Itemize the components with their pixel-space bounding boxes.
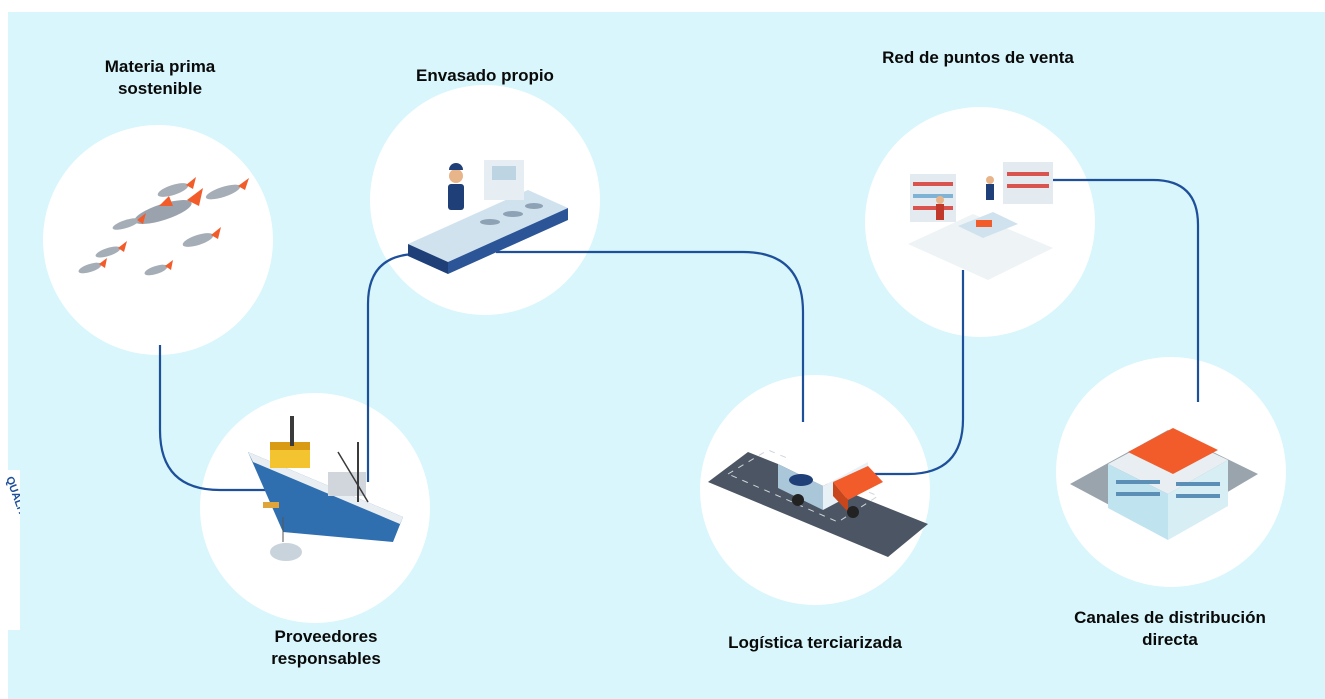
label-canales: Canales de distribución directa [1074, 608, 1266, 649]
seal-text: QUALITY ASSURANCE [3, 475, 20, 592]
packaging-line-icon [408, 160, 568, 274]
fish-school-icon [78, 177, 249, 276]
quality-seal: QUALITY ASSURANCE [0, 470, 56, 630]
warehouse-icon [1070, 428, 1258, 540]
circle-materia-prima [43, 125, 273, 355]
label-puntos-venta: Red de puntos de venta [882, 48, 1074, 67]
diagram-canvas: Materia prima sostenible Proveedores res… [8, 12, 1325, 699]
connector-proveedores-envasado [366, 252, 419, 482]
connector-materia-proveedores [158, 345, 270, 492]
label-proveedores: Proveedores responsables [271, 627, 381, 668]
delivery-truck-icon [708, 442, 928, 557]
label-logistica: Logística terciarizada [728, 633, 902, 652]
connector-envasado-logistica [496, 250, 805, 422]
label-materia-prima: Materia prima sostenible [104, 57, 216, 98]
label-envasado: Envasado propio [416, 66, 554, 85]
connector-logistica-puntos [858, 270, 965, 476]
supermarket-icon [908, 162, 1053, 280]
fishing-boat-icon [248, 416, 403, 561]
connector-puntos-canales [1053, 178, 1200, 402]
supply-chain-diagram [43, 85, 1286, 623]
